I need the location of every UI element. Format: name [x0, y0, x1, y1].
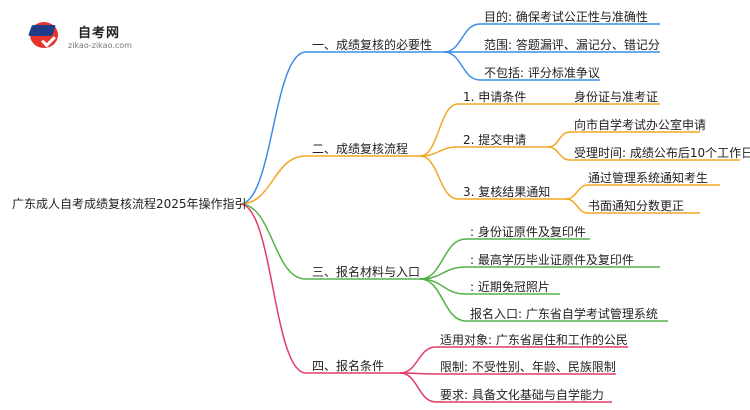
leaf-connector-0-0	[443, 23, 481, 53]
logo-name: 自考网	[78, 26, 121, 41]
site-logo: 自考网 zikao-zikao.com	[24, 14, 154, 58]
leaf-connector-1-1	[419, 146, 459, 157]
process-step-1: 1. 申请条件	[463, 90, 527, 104]
process-step-2: 2. 提交申请	[463, 133, 527, 147]
root-connector-0	[239, 51, 307, 205]
root-connector-2	[239, 203, 307, 280]
branch-process: 二、成绩复核流程	[312, 142, 409, 156]
root-connector-1	[239, 155, 307, 205]
materials-photo: : 近期免冠照片	[470, 280, 550, 294]
conditions-limits: 限制: 不受性别、年龄、民族限制	[440, 360, 616, 374]
leaf-connector-2-3	[419, 278, 467, 322]
conditions-target: 适用对象: 广东省居住和工作的公民	[440, 333, 628, 347]
process-step-2-detail-2: 受理时间: 成绩公布后10个工作日内	[574, 146, 750, 160]
materials-entry: 报名入口: 广东省自学考试管理系统	[470, 307, 658, 321]
materials-id-card: : 身份证原件及复印件	[470, 225, 586, 239]
root-connector-3	[239, 203, 307, 374]
sub-connector-1-1-1	[547, 146, 571, 161]
materials-diploma: : 最高学历毕业证原件及复印件	[470, 253, 634, 267]
graduation-cap-icon	[27, 22, 58, 48]
process-step-2-detail-1: 向市自学考试办公室申请	[574, 118, 707, 132]
sub-connector-1-2-0	[565, 184, 589, 200]
logo-url: zikao-zikao.com	[68, 41, 132, 50]
branch-necessity: 一、成绩复核的必要性	[312, 38, 433, 52]
root-topic: 广东成人自考成绩复核流程2025年操作指引	[12, 197, 247, 211]
sub-connector-1-1-0	[547, 131, 571, 148]
leaf-connector-1-0	[419, 103, 459, 157]
leaf-connector-3-2	[399, 372, 437, 403]
conditions-requirement: 要求: 具备文化基础与自学能力	[440, 388, 604, 402]
branch-conditions: 四、报名条件	[312, 359, 385, 373]
branch-materials: 三、报名材料与入口	[312, 265, 421, 279]
process-step-3-detail-2: 书面通知分数更正	[588, 199, 685, 213]
sub-connector-1-2-1	[565, 198, 589, 214]
mind-map-edges	[239, 23, 740, 403]
leaf-connector-3-0	[399, 346, 437, 374]
necessity-purpose: 目的: 确保考试公正性与准确性	[484, 10, 648, 24]
leaf-connector-2-0	[419, 238, 467, 280]
necessity-exclusion: 不包括: 评分标准争议	[484, 66, 600, 80]
leaf-connector-1-2	[419, 155, 459, 200]
process-step-3-detail-1: 通过管理系统通知考生	[588, 171, 709, 185]
process-step-1-detail: 身份证与准考证	[574, 90, 659, 104]
necessity-scope: 范围: 答题漏评、漏记分、错记分	[484, 38, 660, 52]
process-step-3: 3. 复核结果通知	[463, 185, 551, 199]
leaf-connector-0-2	[443, 51, 481, 81]
